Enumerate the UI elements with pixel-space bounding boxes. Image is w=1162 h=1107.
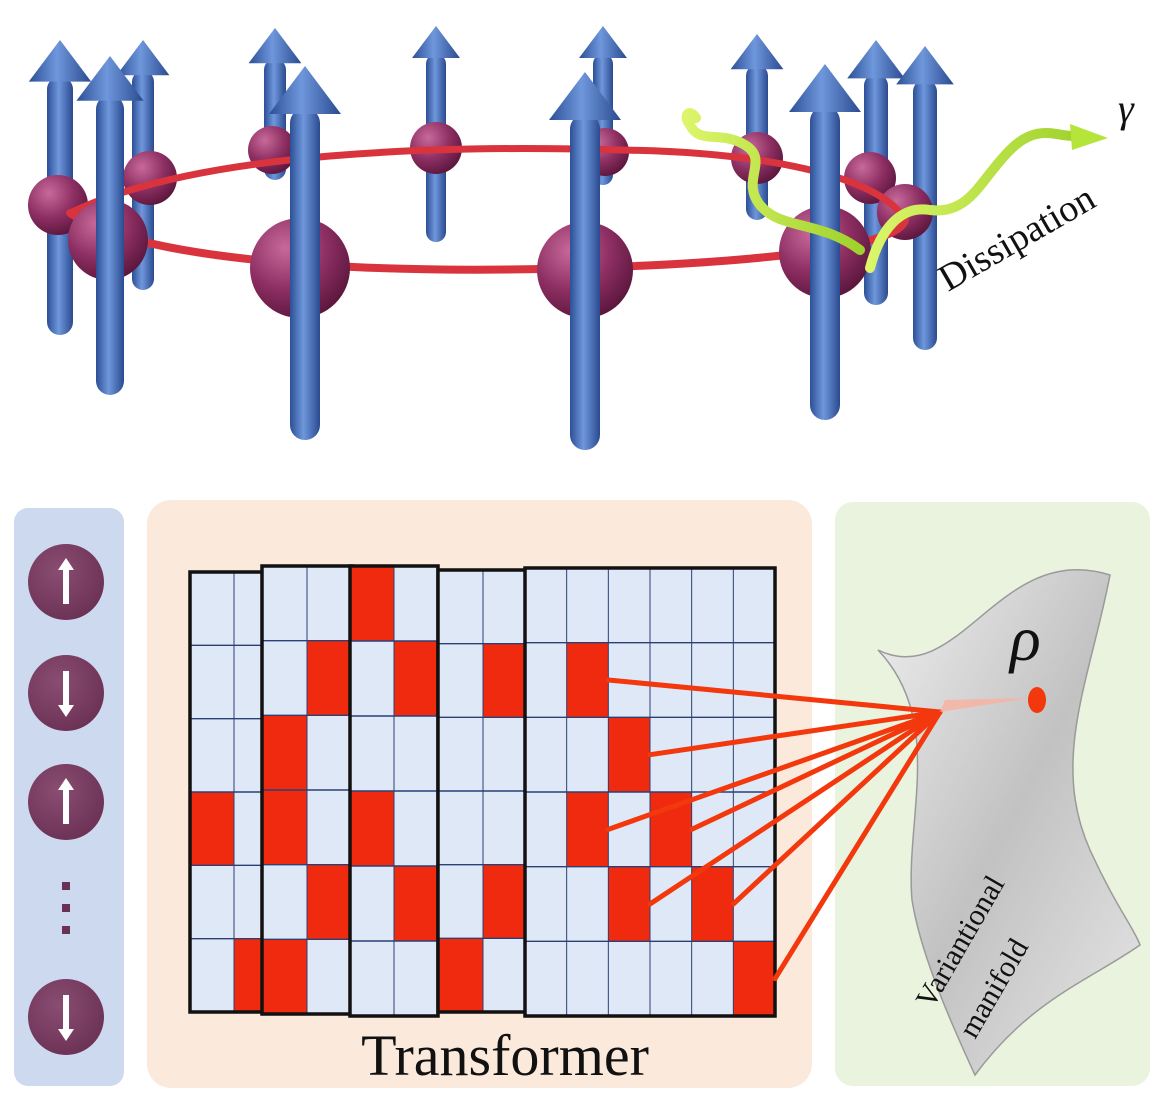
attention-cell-1 bbox=[394, 641, 438, 716]
spin-front-3 bbox=[789, 64, 861, 420]
token-arrow-head bbox=[58, 705, 74, 717]
attention-cell-0 bbox=[350, 566, 394, 641]
spin-token-up-2 bbox=[28, 764, 104, 840]
attention-cell-4 bbox=[262, 939, 307, 1014]
token-arrow-head bbox=[58, 778, 74, 790]
attention-line-2 bbox=[605, 709, 943, 832]
spin-shaft bbox=[290, 108, 320, 440]
attention-cell-2 bbox=[262, 790, 307, 865]
token-arrow-head bbox=[58, 1029, 74, 1041]
dissipation-label: Dissipation bbox=[932, 177, 1103, 300]
front-spins bbox=[76, 56, 861, 450]
spin-front-1 bbox=[269, 66, 341, 440]
attention-cell-5 bbox=[691, 866, 734, 942]
rho-point bbox=[1028, 687, 1046, 713]
spin-shaft bbox=[810, 106, 840, 420]
spin-ring: γ Dissipation bbox=[28, 26, 1135, 450]
attention-layers bbox=[188, 564, 777, 1018]
spin-arrowhead bbox=[412, 26, 460, 58]
spin-shaft bbox=[570, 114, 600, 450]
spin-token-down-1 bbox=[28, 655, 104, 731]
spin-shaft bbox=[96, 95, 124, 395]
spin-arrowhead bbox=[269, 66, 341, 114]
attention-cell-0 bbox=[566, 642, 609, 718]
spin-arrowhead bbox=[896, 46, 954, 85]
attention-layer-2 bbox=[348, 564, 440, 1018]
attention-cell-2 bbox=[350, 791, 394, 866]
attention-layer-4 bbox=[523, 566, 777, 1018]
attention-cell-2 bbox=[438, 938, 483, 1012]
spin-arrowhead bbox=[116, 40, 170, 76]
spin-arrowhead bbox=[789, 64, 861, 112]
spin-arrowhead bbox=[847, 40, 905, 79]
variational-manifold bbox=[877, 568, 1141, 1077]
spin-front-2 bbox=[549, 72, 621, 450]
spin-front-0 bbox=[76, 56, 144, 395]
spin-arrowhead bbox=[579, 26, 627, 58]
ellipsis-dot-0 bbox=[62, 882, 70, 890]
spin-arrowhead bbox=[28, 40, 92, 82]
spin-token-down-4 bbox=[28, 979, 104, 1055]
site-back-0 bbox=[28, 175, 88, 235]
spin-token-up-0 bbox=[28, 544, 104, 620]
attention-cell-4 bbox=[608, 866, 650, 942]
spin-arrowhead bbox=[248, 28, 302, 64]
attention-line-6 bbox=[772, 709, 943, 982]
attention-cell-0 bbox=[483, 643, 528, 718]
attention-cell-0 bbox=[307, 640, 352, 716]
attention-line-3 bbox=[689, 709, 943, 832]
attention-line-0 bbox=[605, 677, 943, 715]
dissipation-wave-1 bbox=[681, 108, 865, 255]
token-arrow-head bbox=[58, 558, 74, 570]
dissipation-wave-2 bbox=[865, 128, 1085, 273]
attention-layer-1 bbox=[260, 564, 354, 1016]
site-back-6 bbox=[844, 152, 896, 204]
attention-layer-3 bbox=[436, 568, 530, 1014]
ellipsis-dot-2 bbox=[62, 926, 70, 934]
attention-cell-1 bbox=[262, 715, 307, 790]
attention-cell-1 bbox=[483, 864, 528, 939]
dissipation-arrowhead bbox=[1070, 124, 1108, 150]
spin-arrowhead bbox=[730, 34, 784, 70]
spin-arrowhead bbox=[549, 72, 621, 120]
attention-cell-6 bbox=[733, 941, 775, 1016]
spin-arrowhead bbox=[76, 56, 144, 101]
attention-lines bbox=[605, 677, 1030, 982]
ellipsis-dot-1 bbox=[62, 904, 70, 912]
transformer-label: Transformer bbox=[361, 1023, 649, 1088]
attention-fan bbox=[940, 698, 1030, 712]
attention-line-5 bbox=[730, 709, 943, 907]
attention-cell-2 bbox=[566, 792, 609, 867]
attention-cell-1 bbox=[190, 792, 234, 866]
attention-line-1 bbox=[647, 709, 943, 758]
attention-cell-3 bbox=[394, 866, 438, 941]
attention-cell-3 bbox=[307, 864, 352, 940]
attention-cell-1 bbox=[608, 717, 650, 792]
spin-token-column bbox=[28, 544, 104, 1055]
attention-line-4 bbox=[647, 709, 943, 907]
gamma-label: γ bbox=[1118, 86, 1135, 131]
rho-label: ρ bbox=[1008, 603, 1041, 674]
